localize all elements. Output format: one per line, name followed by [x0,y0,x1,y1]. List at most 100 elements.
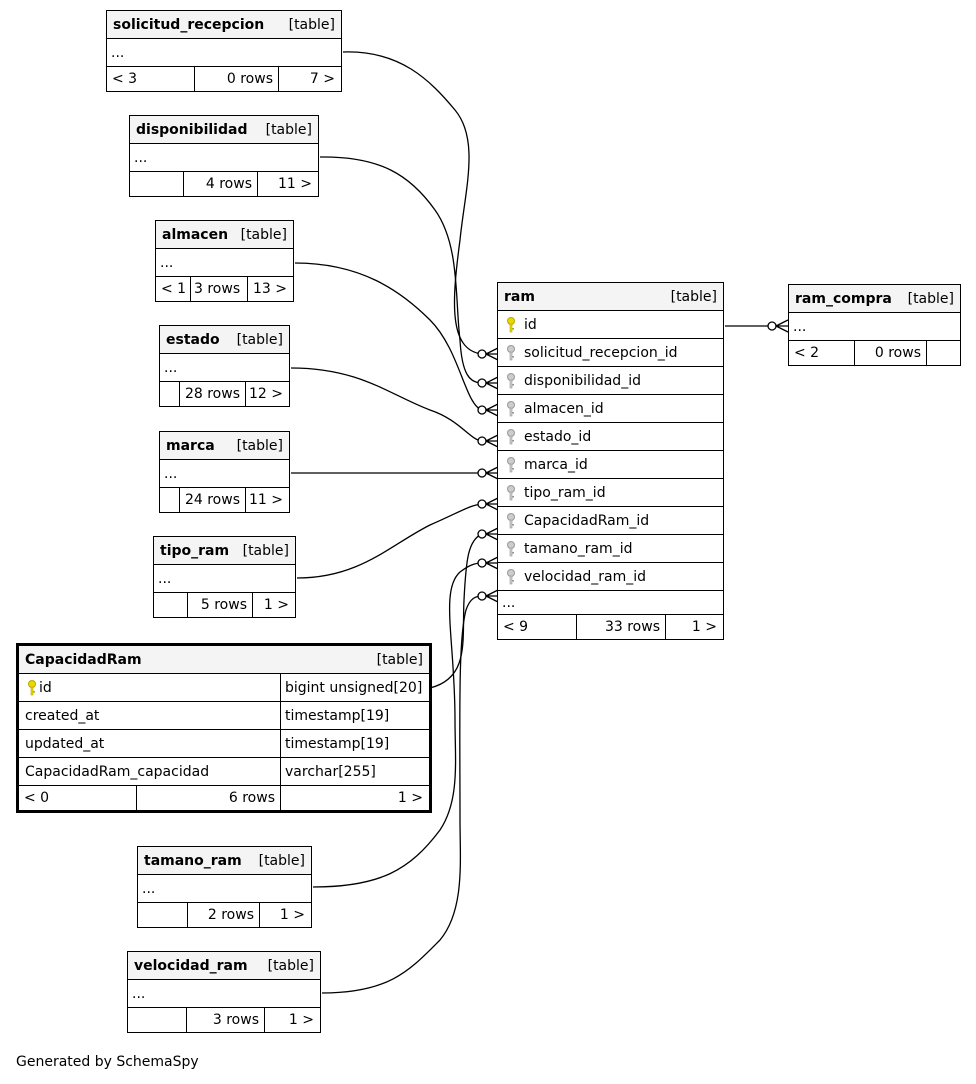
optional-circle [477,558,487,568]
column-row[interactable]: id [498,311,723,339]
children-count[interactable]: 13 > [253,281,287,297]
optional-circle [767,321,777,331]
table-type: [table] [240,226,287,243]
table-ram[interactable]: ram [table] id solicitud_recepcion_id dis… [497,282,724,640]
parents-count[interactable] [138,903,188,927]
column-row[interactable]: created_at timestamp[19] [19,702,429,730]
table-type: [table] [670,288,717,305]
table-estado[interactable]: estado[table] ... 28 rows 12 > [159,325,290,407]
table-name: velocidad_ram [134,957,248,974]
row-count: 33 rows [577,615,666,639]
column-name: CapacidadRam_capacidad [25,763,210,780]
table-name: almacen [162,226,229,243]
table-solicitud-recepcion[interactable]: solicitud_recepcion[table] ... < 3 0 row… [106,10,342,92]
foreign-key-icon [507,372,515,388]
table-footer: < 2 0 rows [789,341,960,365]
table-name: CapacidadRam [25,651,142,668]
optional-circle [477,378,487,388]
children-count[interactable]: 11 > [278,176,312,192]
table-velocidad-ram[interactable]: velocidad_ram[table] ... 3 rows 1 > [127,951,321,1033]
table-header: solicitud_recepcion[table] [107,11,341,39]
edge-solicitud-recepcion [342,51,483,355]
table-name: ram [504,288,535,305]
parents-count[interactable] [130,172,184,196]
column-row[interactable]: estado_id [498,423,723,451]
parents-count[interactable]: < 0 [19,786,137,810]
optional-circle [477,468,487,478]
column-row[interactable]: tamano_ram_id [498,535,723,563]
crowfoot [485,403,499,417]
parents-count[interactable]: < 3 [107,67,195,91]
children-count[interactable]: 1 > [397,790,423,806]
column-row[interactable]: marca_id [498,451,723,479]
foreign-key-icon [507,428,515,444]
table-capacidadram[interactable]: CapacidadRam [table] id bigint unsigned[2… [16,643,432,813]
crowfoot [485,347,499,361]
columns-ellipsis: ... [130,144,318,172]
table-footer: 2 rows 1 > [138,903,311,927]
children-count[interactable]: 1 > [279,907,305,923]
columns-ellipsis: ... [107,39,341,67]
table-footer: < 1 3 rows 13 > [156,277,293,301]
foreign-key-icon [507,400,515,416]
column-row[interactable]: id bigint unsigned[20] [19,674,429,702]
column-name: disponibilidad_id [524,372,641,389]
table-footer: 3 rows 1 > [128,1008,320,1032]
table-type: [table] [907,290,954,307]
children-count[interactable]: 1 > [691,619,717,635]
crowfoot [485,376,499,390]
parents-count[interactable] [154,593,188,617]
table-name: disponibilidad [136,121,248,138]
table-disponibilidad[interactable]: disponibilidad[table] ... 4 rows 11 > [129,115,319,197]
edge-capacidadram [429,533,483,689]
edge-tamano-ram [312,562,483,888]
table-type: [table] [236,437,283,454]
parents-count[interactable]: < 2 [789,341,855,365]
parents-count[interactable] [160,382,180,406]
edge-velocidad-ram [321,595,483,994]
table-type: [table] [288,16,335,33]
column-row[interactable]: almacen_id [498,395,723,423]
table-ram-compra[interactable]: ram_compra[table] ... < 2 0 rows [788,284,961,366]
table-almacen[interactable]: almacen[table] ... < 1 3 rows 13 > [155,220,294,302]
children-count[interactable]: 1 > [288,1012,314,1028]
table-marca[interactable]: marca[table] ... 24 rows 11 > [159,431,290,513]
column-row[interactable]: CapacidadRam_capacidad varchar[255] [19,758,429,786]
column-row[interactable]: tipo_ram_id [498,479,723,507]
children-count[interactable]: 12 > [249,386,283,402]
table-type: [table] [236,331,283,348]
crowfoot [485,434,499,448]
table-type: [table] [376,651,423,668]
children-count[interactable] [927,341,959,365]
parents-count[interactable]: < 1 [156,277,191,301]
children-count[interactable]: 1 > [263,597,289,613]
optional-circle [477,499,487,509]
table-header: CapacidadRam [table] [19,646,429,674]
column-name: almacen_id [524,400,604,417]
foreign-key-icon [507,568,515,584]
column-name: tipo_ram_id [524,484,606,501]
parents-count[interactable] [160,488,180,512]
columns-ellipsis: ... [498,591,723,615]
parents-count[interactable]: < 9 [498,615,577,639]
table-tamano-ram[interactable]: tamano_ram[table] ... 2 rows 1 > [137,846,312,928]
column-row[interactable]: disponibilidad_id [498,367,723,395]
column-row[interactable]: velocidad_ram_id [498,563,723,591]
column-row[interactable]: updated_at timestamp[19] [19,730,429,758]
table-type: [table] [242,542,289,559]
table-name: estado [166,331,220,348]
primary-key-icon [507,316,515,332]
row-count: 3 rows [191,277,248,301]
children-count[interactable]: 7 > [309,71,335,87]
crowfoot [485,589,499,603]
row-count: 0 rows [195,67,279,91]
parents-count[interactable] [128,1008,187,1032]
children-count[interactable]: 11 > [249,492,283,508]
column-row[interactable]: solicitud_recepcion_id [498,339,723,367]
edge-tipo-ram [296,503,483,579]
table-tipo-ram[interactable]: tipo_ram[table] ... 5 rows 1 > [153,536,296,618]
table-footer: 28 rows 12 > [160,382,289,406]
table-header: ram [table] [498,283,723,311]
column-row[interactable]: CapacidadRam_id [498,507,723,535]
table-name: ram_compra [795,290,892,307]
